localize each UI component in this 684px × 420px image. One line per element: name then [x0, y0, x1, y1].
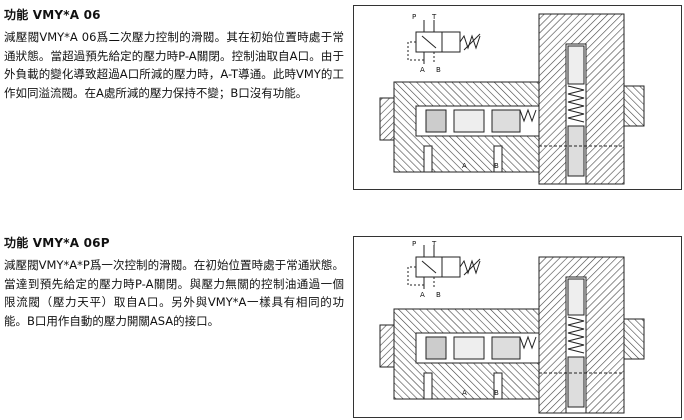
port-label-b: B	[494, 389, 499, 397]
valve-cross-section: P T A B	[379, 13, 645, 185]
symbol-label-b: B	[436, 291, 441, 299]
symbol-label-t: T	[431, 13, 437, 21]
valve-body: A B	[379, 308, 624, 400]
section-title: 功能 VMY*A 06P	[4, 236, 110, 250]
section-vmya-06p: 功能 VMY*A 06P 減壓閥VMY*A*P爲一次控制的滑閥。在初始位置時處于…	[0, 228, 684, 420]
hydraulic-symbol: P T A B	[407, 13, 481, 74]
symbol-label-t: T	[431, 240, 437, 248]
port-label-a: A	[462, 389, 467, 397]
symbol-label-p: P	[412, 13, 416, 21]
valve-body: A B	[379, 81, 624, 173]
spring-housing	[538, 256, 645, 414]
valve-diagram-figure: P T A B	[353, 236, 682, 418]
section-description: 減壓閥VMY*A*P爲一次控制的滑閥。在初始位置時處于常通狀態。當達到預先給定的…	[4, 258, 344, 328]
symbol-label-a: A	[420, 291, 425, 299]
symbol-label-p: P	[412, 240, 416, 248]
valve-cross-section: P T A B	[379, 240, 645, 414]
valve-diagram-figure: P T A B	[353, 5, 682, 190]
spring-housing	[538, 13, 645, 185]
symbol-label-a: A	[420, 66, 425, 74]
section-description: 減壓閥VMY*A 06爲二次壓力控制的滑閥。其在初始位置時處于常通狀態。當超過預…	[4, 30, 344, 100]
port-label-b: B	[494, 162, 499, 170]
hydraulic-symbol: P T A B	[407, 240, 481, 299]
section-vmya-06: 功能 VMY*A 06 減壓閥VMY*A 06爲二次壓力控制的滑閥。其在初始位置…	[0, 0, 684, 200]
port-label-a: A	[462, 162, 467, 170]
section-title: 功能 VMY*A 06	[4, 8, 101, 22]
symbol-label-b: B	[436, 66, 441, 74]
